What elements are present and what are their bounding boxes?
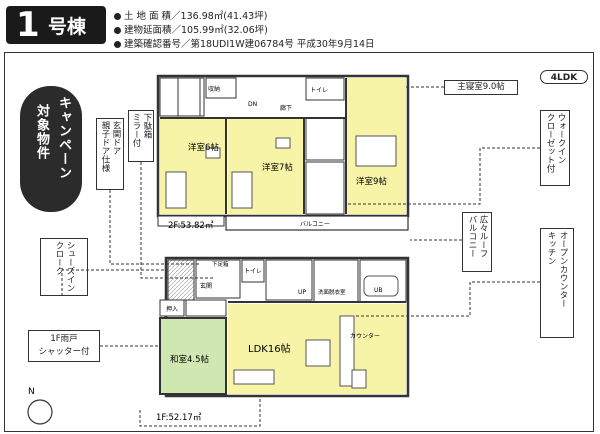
label-hallway-2f: 廊下 bbox=[280, 104, 292, 112]
callout-entrance-door: 玄関ドア 親子ドア仕様 bbox=[96, 118, 124, 190]
north-compass: N bbox=[27, 387, 53, 425]
building-number-badge: 1 号棟 bbox=[6, 6, 106, 44]
building-number: 1 bbox=[16, 5, 40, 45]
label-western-6: 洋室6帖 bbox=[188, 142, 219, 153]
callout-counter-kitchen: オープンカウンター キッチン bbox=[540, 228, 574, 338]
spec-permit-number: 建築確認番号／第18UDI1W建06784号 平成30年9月14日 bbox=[114, 36, 375, 50]
svg-text:N: N bbox=[28, 387, 35, 397]
bullet-icon bbox=[114, 27, 121, 34]
label-ldk: LDK16帖 bbox=[248, 342, 291, 355]
label-balcony: バルコニー bbox=[300, 221, 330, 228]
bullet-icon bbox=[114, 13, 121, 20]
campaign-text-2: 対象物件 bbox=[34, 104, 49, 160]
label-western-9: 洋室9帖 bbox=[356, 176, 387, 187]
label-counter: カウンター bbox=[350, 332, 380, 340]
label-down: DN bbox=[248, 101, 257, 108]
plan-frame bbox=[4, 52, 594, 432]
campaign-badge: キャンペーン 対象物件 bbox=[20, 86, 82, 212]
floor-2-plan: 洋室6帖 洋室7帖 洋室9帖 収納 DN 廊下 トイレ バルコニー 2F:53.… bbox=[156, 74, 410, 231]
callout-shoes-in-closet: シューズイン クローク bbox=[40, 238, 88, 296]
label-washroom: 洗面脱衣室 bbox=[318, 288, 346, 296]
building-suffix: 号棟 bbox=[48, 16, 87, 38]
label-entrance: 玄関 bbox=[200, 282, 212, 290]
floor-2-area: 2F:53.82㎡ bbox=[168, 221, 214, 231]
label-bathroom: UB bbox=[374, 287, 383, 294]
campaign-text-1: キャンペーン bbox=[56, 96, 71, 180]
callout-walk-in-closet: ウォークイン クローゼット付 bbox=[540, 110, 570, 186]
floor-1-plan: LDK16帖 和室4.5帖 玄関 下足箱 トイレ UP 洗面脱衣室 UB 押入 … bbox=[156, 256, 410, 423]
callout-roof-balcony: 広々ルーフ バルコニー bbox=[462, 212, 492, 272]
spec-floor-area: 建物延面積／105.99㎡(32.06坪) bbox=[114, 22, 268, 36]
floor-1-area: 1F:52.17㎡ bbox=[156, 413, 202, 423]
room-japanese bbox=[159, 317, 227, 395]
callout-shutter: 1F雨戸 シャッター付 bbox=[28, 330, 100, 362]
label-shoebox: 下足箱 bbox=[212, 260, 229, 268]
label-toilet-2f: トイレ bbox=[310, 87, 328, 94]
spec-land-area: 土 地 面 積／136.98㎡(41.43坪) bbox=[114, 8, 267, 22]
label-storage: 収納 bbox=[208, 85, 220, 93]
bullet-icon bbox=[114, 41, 121, 48]
callout-master-bedroom: 主寝室9.0帖 bbox=[444, 80, 518, 95]
label-western-7: 洋室7帖 bbox=[262, 162, 293, 173]
callout-shoebox-mirror: 下駄箱 ミラー付 bbox=[128, 110, 154, 162]
label-toilet-1f: トイレ bbox=[244, 268, 262, 275]
label-japanese: 和室4.5帖 bbox=[170, 354, 210, 365]
callout-leaders bbox=[61, 86, 540, 427]
label-closet: 押入 bbox=[166, 305, 178, 313]
label-up: UP bbox=[298, 289, 306, 296]
layout-type-badge: 4LDK bbox=[540, 70, 588, 84]
